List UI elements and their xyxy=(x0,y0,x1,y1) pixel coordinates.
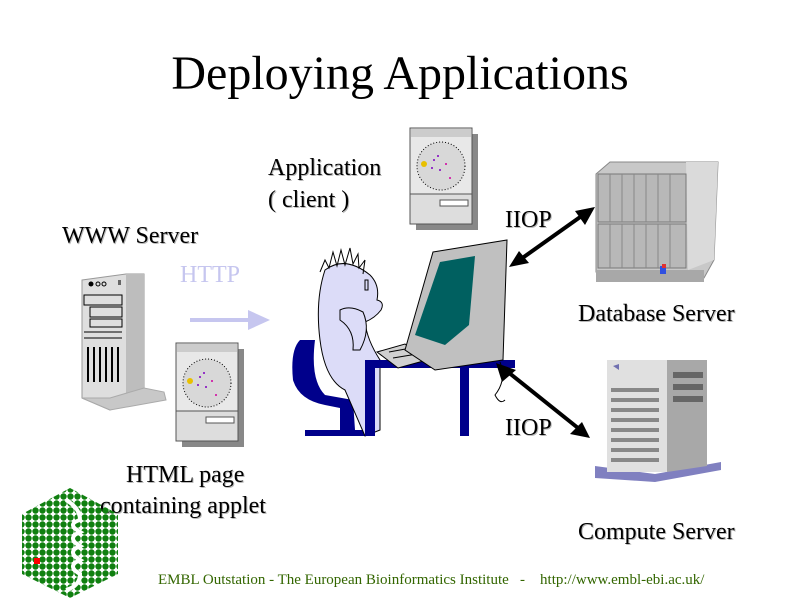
footer-institution: EMBL Outstation - The European Bioinform… xyxy=(158,572,509,588)
iiop-arrow-top xyxy=(509,207,595,267)
slide-title: Deploying Applications xyxy=(171,47,629,100)
html-page-label-line2: containing applet xyxy=(100,493,266,519)
http-label: HTTP xyxy=(180,262,240,288)
embl-logo-icon xyxy=(22,488,118,598)
applet-window-icon xyxy=(175,342,244,447)
application-label-line1: Application xyxy=(268,155,382,181)
www-server-label: WWW Server xyxy=(62,223,199,249)
database-server-label: Database Server xyxy=(578,301,735,327)
compute-server-icon xyxy=(595,360,721,482)
person-at-computer-icon xyxy=(292,239,515,437)
application-label-line2: ( client ) xyxy=(268,187,350,213)
compute-server-label: Compute Server xyxy=(578,519,735,545)
www-server-icon xyxy=(81,273,167,411)
footer-url-link[interactable]: http://www.embl-ebi.ac.uk/ xyxy=(540,572,705,588)
iiop-arrow-bottom xyxy=(496,363,590,438)
footer: EMBL Outstation - The European Bioinform… xyxy=(158,572,704,589)
iiop-top-label: IIOP xyxy=(505,207,552,233)
client-window-icon xyxy=(409,127,478,230)
footer-separator: - xyxy=(520,572,526,588)
http-arrow xyxy=(190,310,270,330)
html-page-label-line1: HTML page xyxy=(126,462,245,488)
database-server-icon xyxy=(595,161,719,282)
iiop-bottom-label: IIOP xyxy=(505,415,552,441)
